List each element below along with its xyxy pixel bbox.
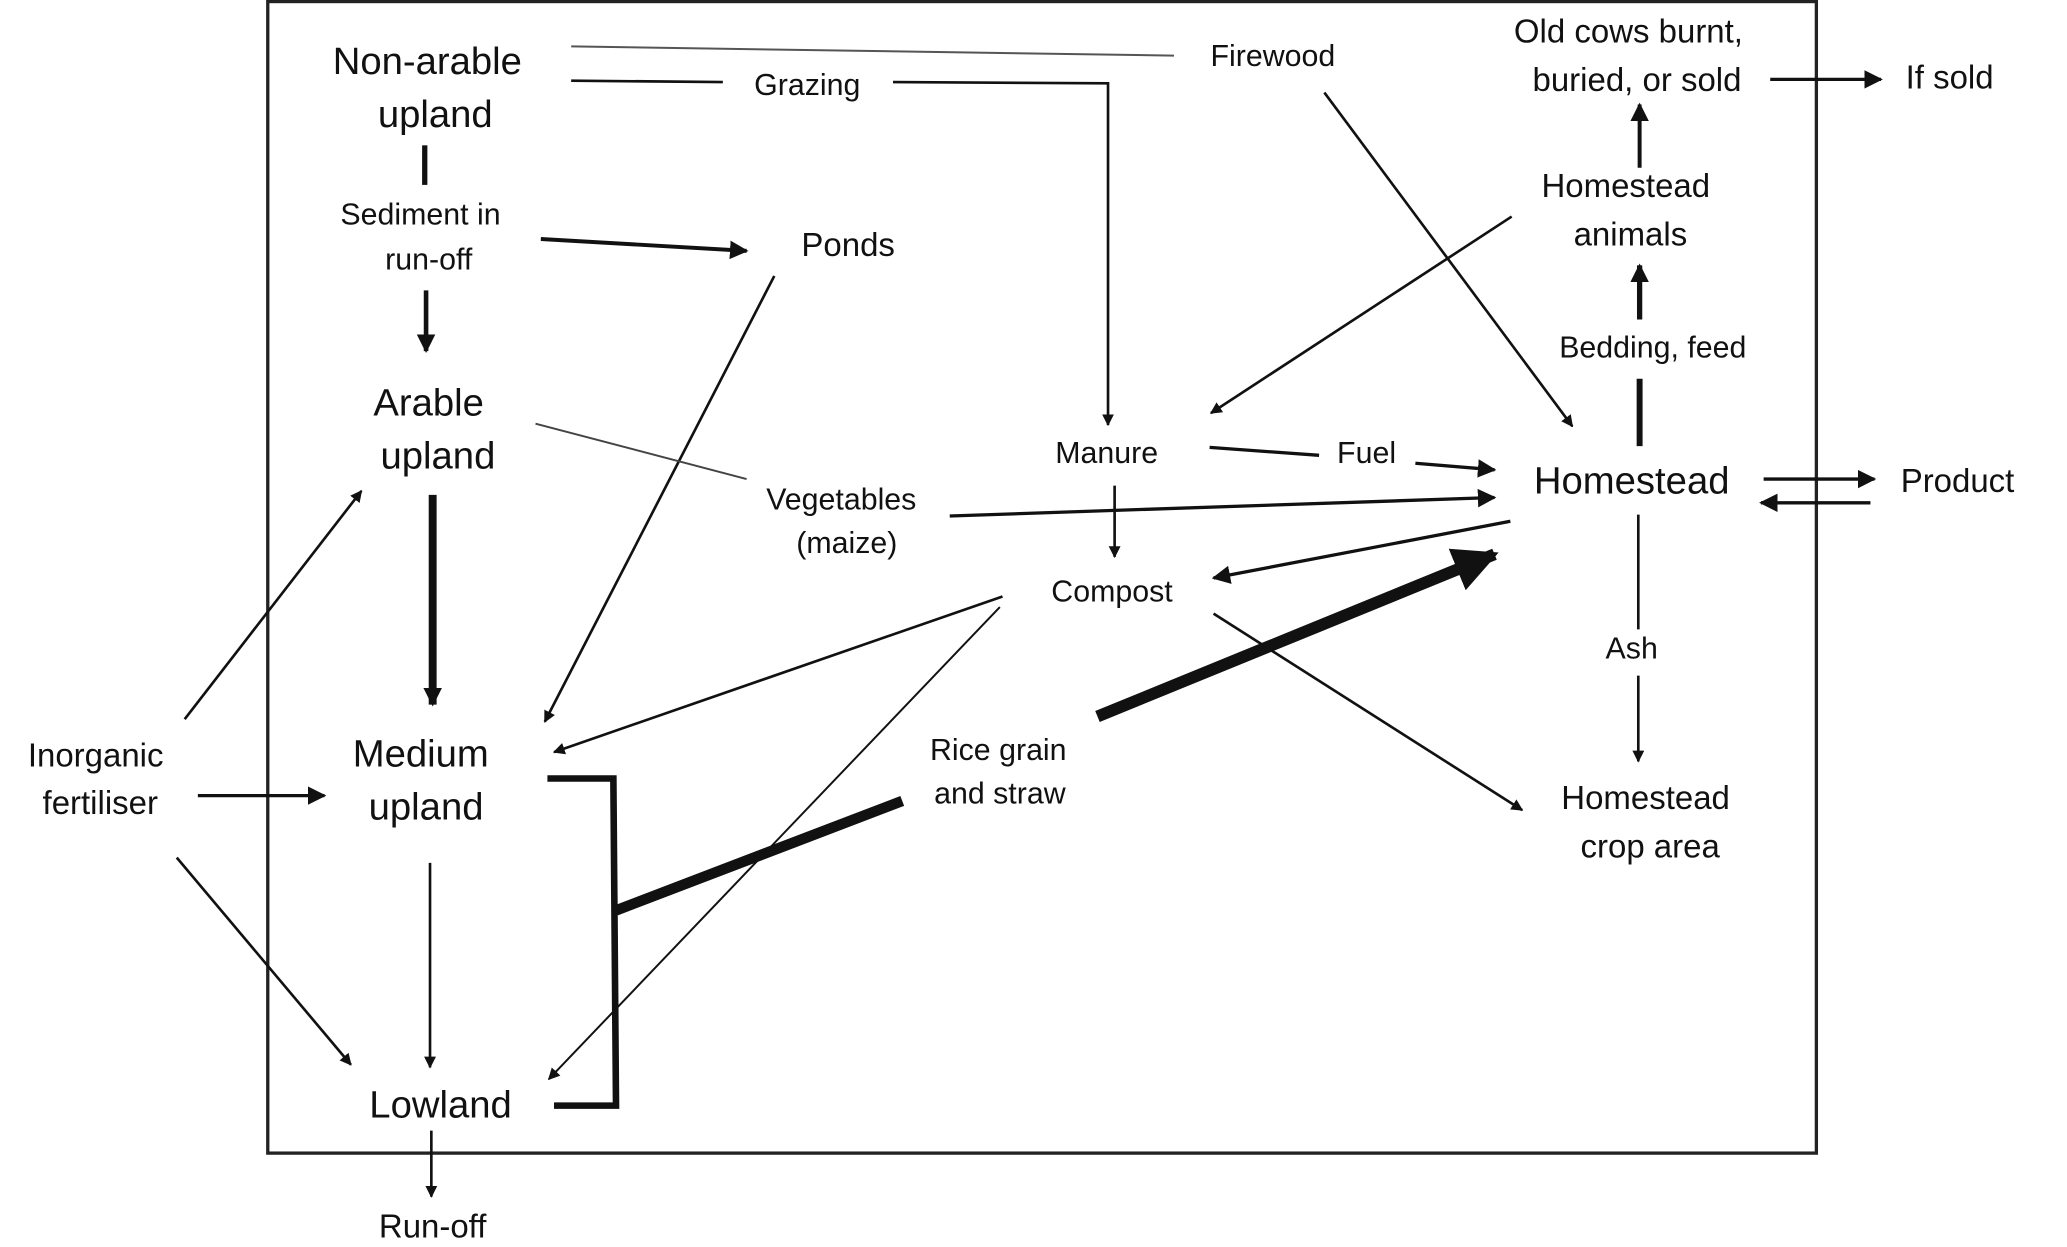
node-if-sold: If sold — [1906, 59, 1994, 96]
node-grazing: Grazing — [754, 69, 860, 102]
edge-manure-fuel — [1209, 445, 1320, 457]
edge-nonarable-grazing — [571, 79, 723, 84]
edge-bracket-rice — [614, 795, 905, 916]
node-homestead: Homestead — [1534, 460, 1730, 503]
edge-arable-vegetables — [535, 422, 747, 481]
edge-nonarable-firewood — [571, 45, 1174, 57]
edge-rice-homestead — [1095, 548, 1499, 722]
nodes: Non-arable upland Sediment in run-off Ar… — [28, 12, 2014, 1244]
node-arable-upland: Arable upland — [373, 382, 495, 478]
node-sediment-runoff: Sediment in run-off — [340, 198, 509, 276]
node-homestead-crop-area: Homestead crop area — [1561, 779, 1739, 865]
edge-vegetables-homestead — [949, 488, 1497, 518]
node-compost: Compost — [1051, 576, 1173, 609]
node-vegetables: Vegetables (maize) — [766, 483, 925, 560]
node-fuel: Fuel — [1337, 437, 1396, 470]
edge-rice-bracket — [547, 775, 620, 1109]
node-homestead-animals: Homestead animals — [1541, 167, 1719, 253]
node-rice-grain-straw: Rice grain and straw — [930, 734, 1075, 811]
edge-animals-manure — [1209, 215, 1513, 415]
node-runoff: Run-off — [379, 1208, 487, 1245]
node-lowland: Lowland — [369, 1083, 512, 1126]
edge-sediment-ponds — [540, 237, 749, 260]
node-non-arable-upland: Non-arable upland — [333, 40, 533, 136]
edge-fuel-homestead — [1415, 459, 1497, 478]
edge-homestead-compost — [1211, 519, 1511, 584]
node-product: Product — [1901, 462, 2015, 499]
node-ponds: Ponds — [801, 226, 894, 263]
node-firewood: Firewood — [1211, 40, 1336, 73]
node-medium-upland: Medium upland — [353, 733, 500, 829]
node-manure: Manure — [1055, 437, 1158, 470]
edges — [175, 45, 1883, 1198]
edge-compost-lowland — [547, 606, 1001, 1081]
edge-fertiliser-arable — [183, 489, 363, 720]
edge-fertiliser-lowland — [175, 856, 352, 1066]
edge-compost-cropsarea — [1212, 612, 1524, 812]
edge-grazing-manure — [893, 80, 1114, 427]
farm-boundary-box — [266, 0, 1819, 1155]
edge-compost-medium — [552, 595, 1003, 755]
node-ash: Ash — [1606, 632, 1658, 665]
node-bedding-feed: Bedding, feed — [1559, 332, 1746, 365]
edge-ponds-medium — [543, 275, 776, 723]
node-inorganic-fertiliser: Inorganic fertiliser — [28, 737, 173, 821]
node-old-cows: Old cows burnt, buried, or sold — [1514, 12, 1752, 98]
